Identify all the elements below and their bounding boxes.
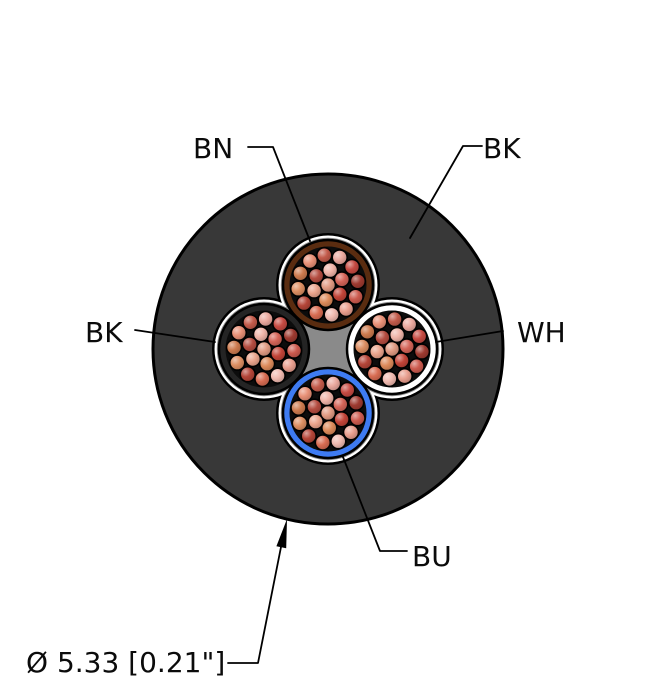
copper-strand <box>398 338 416 355</box>
conductors <box>217 238 439 460</box>
copper-strand <box>309 376 327 394</box>
copper-strand <box>353 338 371 355</box>
copper-strand <box>295 294 313 312</box>
copper-strand <box>359 323 376 341</box>
copper-strand <box>333 410 350 428</box>
copper-strand <box>307 413 325 430</box>
copper-strand <box>305 282 323 299</box>
copper-strand <box>289 280 307 298</box>
copper-strand <box>356 353 374 371</box>
label-jacket-bk: BK <box>483 132 521 165</box>
copper-strand <box>300 427 318 445</box>
copper-strand <box>321 261 339 279</box>
copper-strand <box>230 324 248 342</box>
copper-strand <box>396 367 414 385</box>
copper-strand <box>337 300 355 318</box>
copper-strand <box>331 396 349 413</box>
copper-strand <box>269 345 287 362</box>
copper-strand <box>296 385 314 403</box>
copper-strand <box>307 267 325 285</box>
label-conductor-wh: WH <box>517 316 566 349</box>
copper-strand <box>242 313 259 331</box>
copper-strand <box>366 365 384 382</box>
copper-strand <box>324 375 342 392</box>
label-conductor-bn: BN <box>193 132 233 165</box>
leader-line-bu <box>342 456 408 552</box>
copper-strand <box>306 398 323 416</box>
copper-strand <box>349 409 366 427</box>
copper-strand <box>318 389 336 407</box>
copper-strand <box>314 434 332 451</box>
copper-strand <box>347 288 364 306</box>
copper-strand <box>413 343 431 360</box>
copper-strand <box>280 356 298 374</box>
copper-strand <box>343 258 361 276</box>
copper-strand <box>408 357 425 375</box>
copper-strand <box>393 352 410 369</box>
copper-strand <box>331 285 349 303</box>
copper-strand <box>386 310 403 328</box>
leader-line-bk <box>134 329 216 343</box>
conductor-bu <box>281 366 375 460</box>
copper-strand <box>258 355 276 373</box>
copper-strand <box>301 252 319 270</box>
copper-strand <box>320 419 338 437</box>
copper-strand <box>254 370 271 388</box>
leader-line-wh <box>435 330 504 343</box>
copper-strand <box>257 310 274 328</box>
copper-strand <box>374 329 391 346</box>
copper-strand <box>381 370 398 388</box>
copper-strand <box>338 381 356 399</box>
copper-strand <box>410 327 428 345</box>
copper-strand <box>239 365 256 383</box>
copper-strand <box>349 272 367 290</box>
copper-strand <box>244 350 262 368</box>
copper-strand <box>282 327 300 344</box>
conductor-bk <box>217 302 311 396</box>
conductor-wh <box>345 302 439 396</box>
copper-strand <box>347 394 365 412</box>
copper-strand <box>241 336 258 353</box>
copper-strand <box>292 264 309 282</box>
copper-strand <box>317 291 335 309</box>
label-conductor-bk: BK <box>85 316 123 349</box>
label-conductor-bu: BU <box>412 540 452 573</box>
copper-strand <box>329 432 347 450</box>
conductor-bn <box>281 238 375 332</box>
dimension-leader-line <box>227 546 282 664</box>
copper-strand <box>266 330 284 348</box>
copper-strand <box>368 343 386 360</box>
dimension-label: Ø 5.33 [0.21"] <box>26 646 225 679</box>
dimension-arrowhead-icon <box>276 519 287 549</box>
copper-strand <box>269 367 286 385</box>
copper-strand <box>290 399 307 417</box>
copper-strand <box>291 414 309 432</box>
copper-strand <box>225 339 243 356</box>
copper-strand <box>285 342 303 359</box>
leader-line-bn <box>247 146 311 242</box>
copper-strand <box>323 306 341 324</box>
copper-strand <box>307 304 325 321</box>
copper-strand <box>400 316 418 333</box>
copper-strand <box>370 313 388 331</box>
copper-strand <box>342 423 360 441</box>
copper-strand <box>271 315 289 333</box>
copper-strand <box>378 354 396 372</box>
copper-strand <box>315 246 333 264</box>
leader-line-jacket-bk <box>409 145 483 239</box>
copper-strand <box>229 354 246 371</box>
copper-strand <box>333 271 351 288</box>
